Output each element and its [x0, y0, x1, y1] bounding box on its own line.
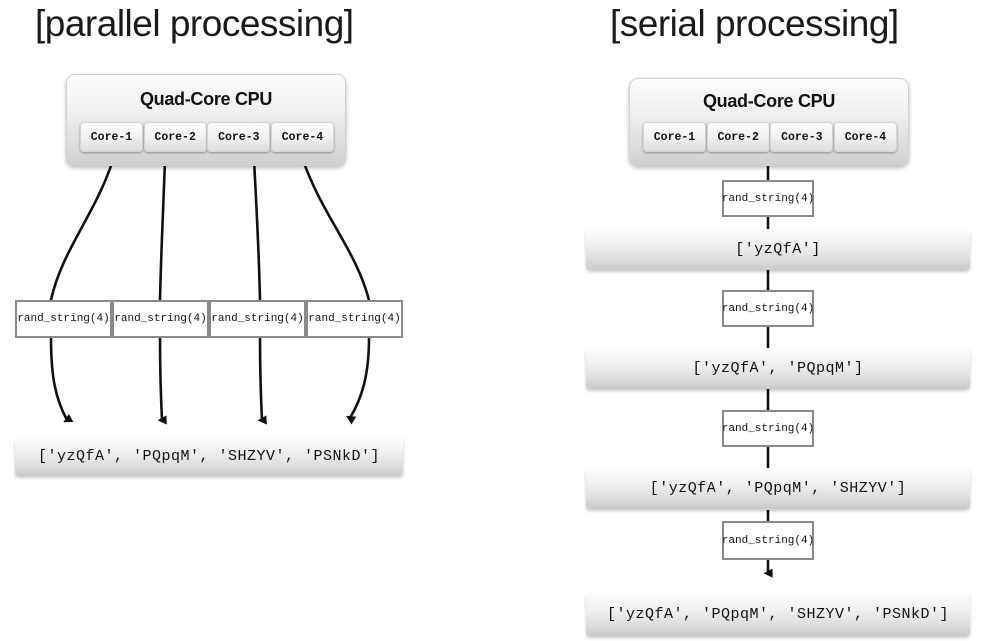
worker-call-box-4: rand_string(4) [306, 300, 403, 338]
edge-worker3-to-result [257, 337, 267, 425]
core-box-parallel-1[interactable]: Core-1 [80, 122, 143, 152]
cpu-label-serial: Quad-Core CPU [702, 91, 836, 111]
panel-title-parallel: [parallel processing] [35, 3, 354, 44]
core-row-parallel: Core-1 Core-2 Core-3 Core-4 [80, 122, 334, 152]
panel-title-serial: [serial processing] [610, 3, 899, 44]
serial-list-bar-2: ['yzQfA', 'PQpqM'] [586, 348, 970, 389]
edge-core-to-worker-group [49, 159, 371, 301]
worker-call-box-2: rand_string(4) [112, 300, 209, 338]
edge-core1-to-worker1 [49, 159, 115, 301]
core-box-serial-3[interactable]: Core-3 [770, 122, 834, 152]
core-row-serial: Core-1 Core-2 Core-3 Core-4 [643, 122, 897, 152]
edge-worker1-to-result [49, 337, 74, 423]
edge-worker4-to-result [346, 337, 371, 425]
worker-call-box-1: rand_string(4) [15, 300, 112, 338]
cpu-label-parallel: Quad-Core CPU [139, 89, 273, 109]
edge-core2-to-worker2 [158, 159, 167, 301]
edge-core4-to-worker4 [301, 159, 371, 301]
edge-worker-to-result-group [49, 337, 371, 425]
serial-call-box-1: rand_string(4) [722, 180, 814, 217]
parallel-result-list: ['yzQfA', 'PQpqM', 'SHZYV', 'PSNkD'] [15, 437, 403, 476]
core-box-parallel-2[interactable]: Core-2 [143, 122, 207, 152]
cpu-box-parallel: Quad-Core CPU Core-1 Core-2 Core-3 Core-… [66, 74, 346, 166]
core-box-serial-4[interactable]: Core-4 [833, 122, 897, 152]
cpu-box-serial: Quad-Core CPU Core-1 Core-2 Core-3 Core-… [629, 78, 909, 166]
serial-call-box-3: rand_string(4) [722, 410, 814, 447]
serial-call-box-4: rand_string(4) [722, 521, 814, 560]
core-box-parallel-3[interactable]: Core-3 [207, 122, 271, 152]
core-box-parallel-4[interactable]: Core-4 [270, 122, 334, 152]
edge-core3-to-worker3 [252, 159, 262, 301]
core-box-serial-2[interactable]: Core-2 [706, 122, 770, 152]
serial-list-bar-1: ['yzQfA'] [586, 229, 970, 270]
serial-call-box-2: rand_string(4) [722, 290, 814, 327]
worker-call-box-3: rand_string(4) [209, 300, 306, 338]
serial-result-list: ['yzQfA', 'PQpqM', 'SHZYV', 'PSNkD'] [586, 593, 970, 636]
core-box-serial-1[interactable]: Core-1 [643, 122, 706, 152]
serial-list-bar-3: ['yzQfA', 'PQpqM', 'SHZYV'] [586, 468, 970, 509]
edge-worker2-to-result [157, 337, 167, 425]
